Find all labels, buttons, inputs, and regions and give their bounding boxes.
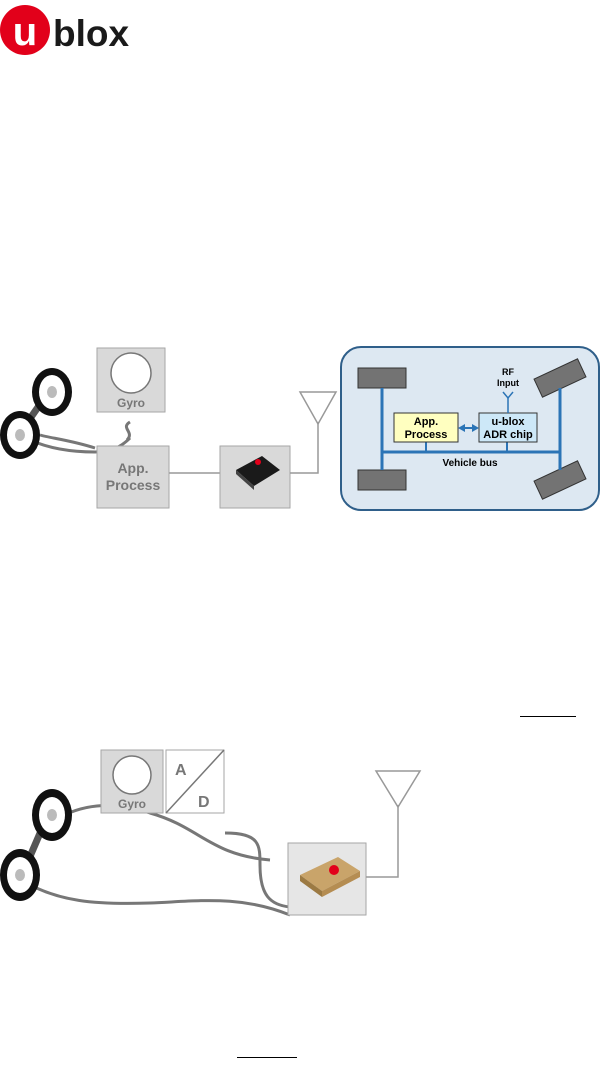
gyro-circle-icon-2 bbox=[112, 755, 152, 795]
adc-box: A D bbox=[165, 749, 225, 814]
rf-input-label-line1: RF bbox=[502, 367, 514, 377]
gyro-label-2: Gyro bbox=[118, 797, 146, 811]
gyro-box-2: Gyro bbox=[100, 749, 164, 814]
vehicle-wheel-fl bbox=[357, 367, 407, 389]
app-process-box: App. Process bbox=[96, 445, 170, 509]
inset-app-process-box bbox=[393, 412, 459, 443]
vehicle-wheel-rl bbox=[357, 469, 407, 491]
app-process-label-line1: App. bbox=[117, 460, 148, 476]
vehicle-inset-diagram: App. Process u-blox ADR chip RF Input Ve… bbox=[340, 346, 600, 511]
ublox-logo: u blox bbox=[0, 5, 129, 55]
logo-red-circle bbox=[0, 5, 50, 55]
chip-icon bbox=[236, 456, 280, 486]
ublox-module-box bbox=[287, 842, 367, 916]
underline-mark-2 bbox=[237, 1057, 297, 1058]
rf-antenna-icon bbox=[502, 391, 514, 400]
logo-text: blox bbox=[53, 13, 129, 54]
adc-label-a: A bbox=[175, 762, 187, 779]
gyro-circle-icon bbox=[110, 352, 152, 394]
rf-input-label-line2: Input bbox=[497, 378, 519, 388]
vehicle-wheel-rr bbox=[533, 460, 587, 500]
ublox-chip-box bbox=[219, 445, 291, 509]
figure-2-adr-module: Gyro A D bbox=[0, 749, 422, 917]
wheel-axle-diagram bbox=[0, 368, 132, 459]
gyro-box: Gyro bbox=[96, 347, 166, 413]
wheel-axle-diagram-2 bbox=[0, 789, 291, 917]
inset-adr-chip-label-line1: u-blox bbox=[492, 416, 526, 428]
gyro-label: Gyro bbox=[117, 396, 145, 410]
module-icon bbox=[300, 857, 360, 891]
antenna-icon bbox=[290, 391, 338, 474]
vehicle-bus-label: Vehicle bus bbox=[442, 458, 497, 469]
vehicle-wheel-fr bbox=[533, 358, 587, 398]
inset-app-process-label-line2: Process bbox=[405, 429, 448, 441]
logo-letter-u: u bbox=[13, 10, 37, 54]
figure-1-adr-architecture: Gyro App. Process App. Process u-blox bbox=[0, 346, 600, 511]
underline-mark bbox=[520, 716, 576, 717]
adc-label-d: D bbox=[198, 794, 210, 811]
inset-app-process-label-line1: App. bbox=[414, 416, 438, 428]
app-process-label-line2: Process bbox=[106, 477, 161, 493]
antenna-icon-2 bbox=[366, 770, 422, 878]
inset-adr-chip-label-line2: ADR chip bbox=[483, 429, 533, 441]
